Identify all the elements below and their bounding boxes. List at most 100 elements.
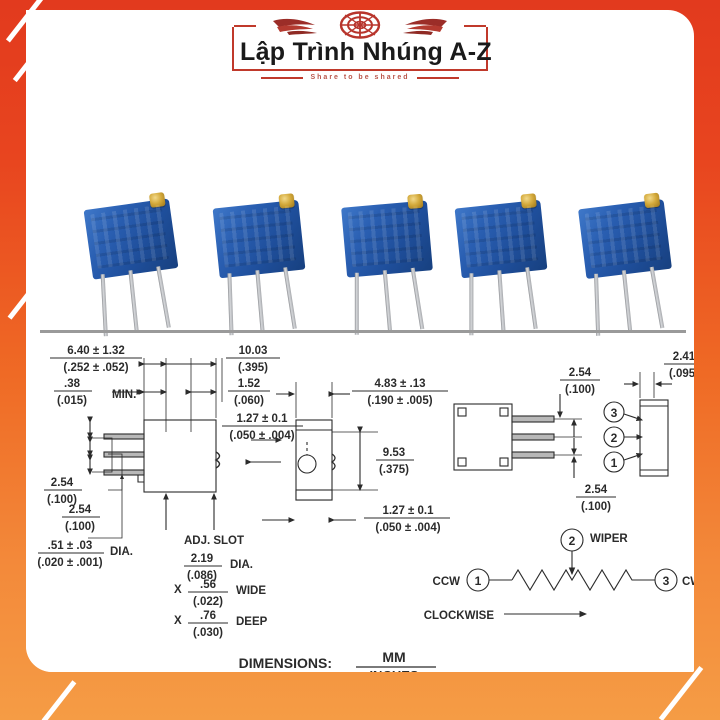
trimmer-potentiometer-5 xyxy=(578,192,672,336)
schematic-cw-label: CW xyxy=(682,576,694,588)
dim-pin-offset-metric: 2.41 xyxy=(673,351,694,363)
brand-tagline-row: Share to be shared xyxy=(210,74,510,81)
dim-side-width-imperial: (.190 ± .005) xyxy=(367,395,432,407)
trimmer-legs xyxy=(225,265,311,337)
trimmer-legs xyxy=(353,266,438,337)
dim-pin-spacing-lower-metric: 2.54 xyxy=(585,484,608,496)
adj-slot-deep-imperial: (.030) xyxy=(193,627,223,639)
brand-tagline: Share to be shared xyxy=(310,74,410,82)
pin-number-1: 1 xyxy=(611,456,618,470)
dim-body-edge-imperial: (.060) xyxy=(234,395,264,407)
product-photo-strip xyxy=(26,82,694,376)
dim-pin-offset-imperial: (.095) xyxy=(669,368,694,380)
dim-seating-min-metric: .38 xyxy=(64,378,81,390)
schematic-cw-pin: 3 xyxy=(663,574,670,588)
adj-slot-wide-metric: .56 xyxy=(200,579,216,591)
trimmer-leg xyxy=(156,266,171,328)
trimmer-leg xyxy=(410,267,425,330)
dim-side-base-metric: 1.27 ± 0.1 xyxy=(382,505,434,517)
decor-slash-bottom-left xyxy=(41,680,77,720)
pin-number-3: 3 xyxy=(611,406,618,420)
section-divider xyxy=(40,330,686,333)
pin-number-2: 2 xyxy=(611,431,618,445)
adjustment-screw-icon xyxy=(148,191,166,208)
adj-slot-wide-note: WIDE xyxy=(236,585,266,597)
brand-title: Lập Trình Nhúng A-Z xyxy=(240,38,492,66)
tagline-rule-right xyxy=(416,76,459,79)
dim-side-height-imperial: (.375) xyxy=(379,464,409,476)
trimmer-potentiometer-2 xyxy=(212,193,306,336)
trimmer-leg xyxy=(354,272,359,335)
decor-slash-bottom-right xyxy=(658,665,704,720)
trimmer-leg xyxy=(255,270,265,333)
adj-slot-deep-prefix: X xyxy=(174,615,182,627)
dim-width-total-imperial: (.252 ± .052) xyxy=(63,362,128,374)
adj-slot-label: ADJ. SLOT xyxy=(184,535,244,547)
dim-pin-spacing-upper-imperial: (.100) xyxy=(565,384,595,396)
adj-slot-deep-metric: .76 xyxy=(200,610,216,622)
adj-slot-dia-note: DIA. xyxy=(230,559,253,571)
wing-right-icon xyxy=(389,15,449,35)
dim-seating-min-note: MIN. xyxy=(112,389,136,401)
adj-slot-dia-metric: 2.19 xyxy=(191,553,213,565)
adj-slot-wide-prefix: X xyxy=(174,584,182,596)
trimmer-body xyxy=(341,193,433,278)
dim-pin-pitch-1-imperial: (.100) xyxy=(47,494,77,506)
content-card: Lập Trình Nhúng A-Z Share to be shared xyxy=(26,10,694,672)
trimmer-leg xyxy=(227,273,234,336)
trimmer-potentiometer-1 xyxy=(83,191,179,337)
trimmer-leg xyxy=(469,273,474,336)
tagline-rule-left xyxy=(261,76,304,79)
brand-header: Lập Trình Nhúng A-Z Share to be shared xyxy=(26,10,694,82)
trimmer-potentiometer-4 xyxy=(454,193,548,336)
dim-side-base-imperial: (.050 ± .004) xyxy=(375,522,440,534)
dim-side-width-metric: 4.83 ± .13 xyxy=(374,378,425,390)
dimensions-footer-label: DIMENSIONS: xyxy=(239,655,332,671)
target-emblem-icon xyxy=(339,11,381,39)
dim-pin-thickness-metric: 1.27 ± 0.1 xyxy=(236,413,288,425)
dim-side-height-metric: 9.53 xyxy=(383,447,405,459)
trimmer-leg xyxy=(283,267,297,329)
adjustment-screw-icon xyxy=(278,193,295,209)
dim-height-total-imperial: (.395) xyxy=(238,362,268,374)
brand-logo: Lập Trình Nhúng A-Z Share to be shared xyxy=(210,10,510,81)
dimensions-unit-denominator: INCHES xyxy=(369,668,418,672)
dim-width-total-metric: 6.40 ± 1.32 xyxy=(67,345,124,357)
schematic-ccw-label: CCW xyxy=(433,576,461,588)
dim-pin-dia-metric: .51 ± .03 xyxy=(48,540,93,552)
dimensions-unit-numerator: MM xyxy=(382,649,405,665)
trimmer-leg xyxy=(594,273,601,336)
mechanical-drawing: 6.40 ± 1.32 (.252 ± .052) 10.03 (.395) .… xyxy=(26,342,694,672)
dim-body-edge-metric: 1.52 xyxy=(238,378,260,390)
brand-title-box: Lập Trình Nhúng A-Z xyxy=(232,24,492,72)
dim-pin-spacing-upper-metric: 2.54 xyxy=(569,367,592,379)
trimmer-leg xyxy=(100,274,108,337)
schematic-wiper-pin: 2 xyxy=(569,534,576,548)
wing-left-icon xyxy=(271,15,331,35)
trimmer-leg xyxy=(621,270,633,333)
adjustment-screw-icon xyxy=(407,193,424,210)
adj-slot-dia-imperial: (.086) xyxy=(187,570,217,582)
dim-pin-pitch-2-imperial: (.100) xyxy=(65,521,95,533)
dim-pin-spacing-lower-imperial: (.100) xyxy=(581,501,611,513)
dim-height-total-metric: 10.03 xyxy=(239,345,268,357)
schematic-wiper-label: WIPER xyxy=(590,533,628,545)
schematic-ccw-pin: 1 xyxy=(475,574,482,588)
trimmer-legs xyxy=(467,265,553,337)
trimmer-potentiometer-3 xyxy=(341,193,433,335)
logo-emblem-row xyxy=(210,10,510,40)
adj-slot-deep-note: DEEP xyxy=(236,616,268,628)
dim-seating-min-imperial: (.015) xyxy=(57,395,87,407)
trimmer-leg xyxy=(497,270,506,333)
adjustment-screw-icon xyxy=(520,193,537,209)
trimmer-legs xyxy=(592,265,679,338)
trimmer-leg xyxy=(128,270,139,333)
schematic-rotation-label: CLOCKWISE xyxy=(424,610,495,622)
dim-pin-dia-note: DIA. xyxy=(110,546,133,558)
adj-slot-wide-imperial: (.022) xyxy=(193,596,223,608)
trimmer-leg xyxy=(382,270,393,333)
dim-pin-thickness-imperial: (.050 ± .004) xyxy=(229,430,294,442)
dim-pin-pitch-1-metric: 2.54 xyxy=(51,477,74,489)
dim-pin-pitch-2-metric: 2.54 xyxy=(69,504,92,516)
